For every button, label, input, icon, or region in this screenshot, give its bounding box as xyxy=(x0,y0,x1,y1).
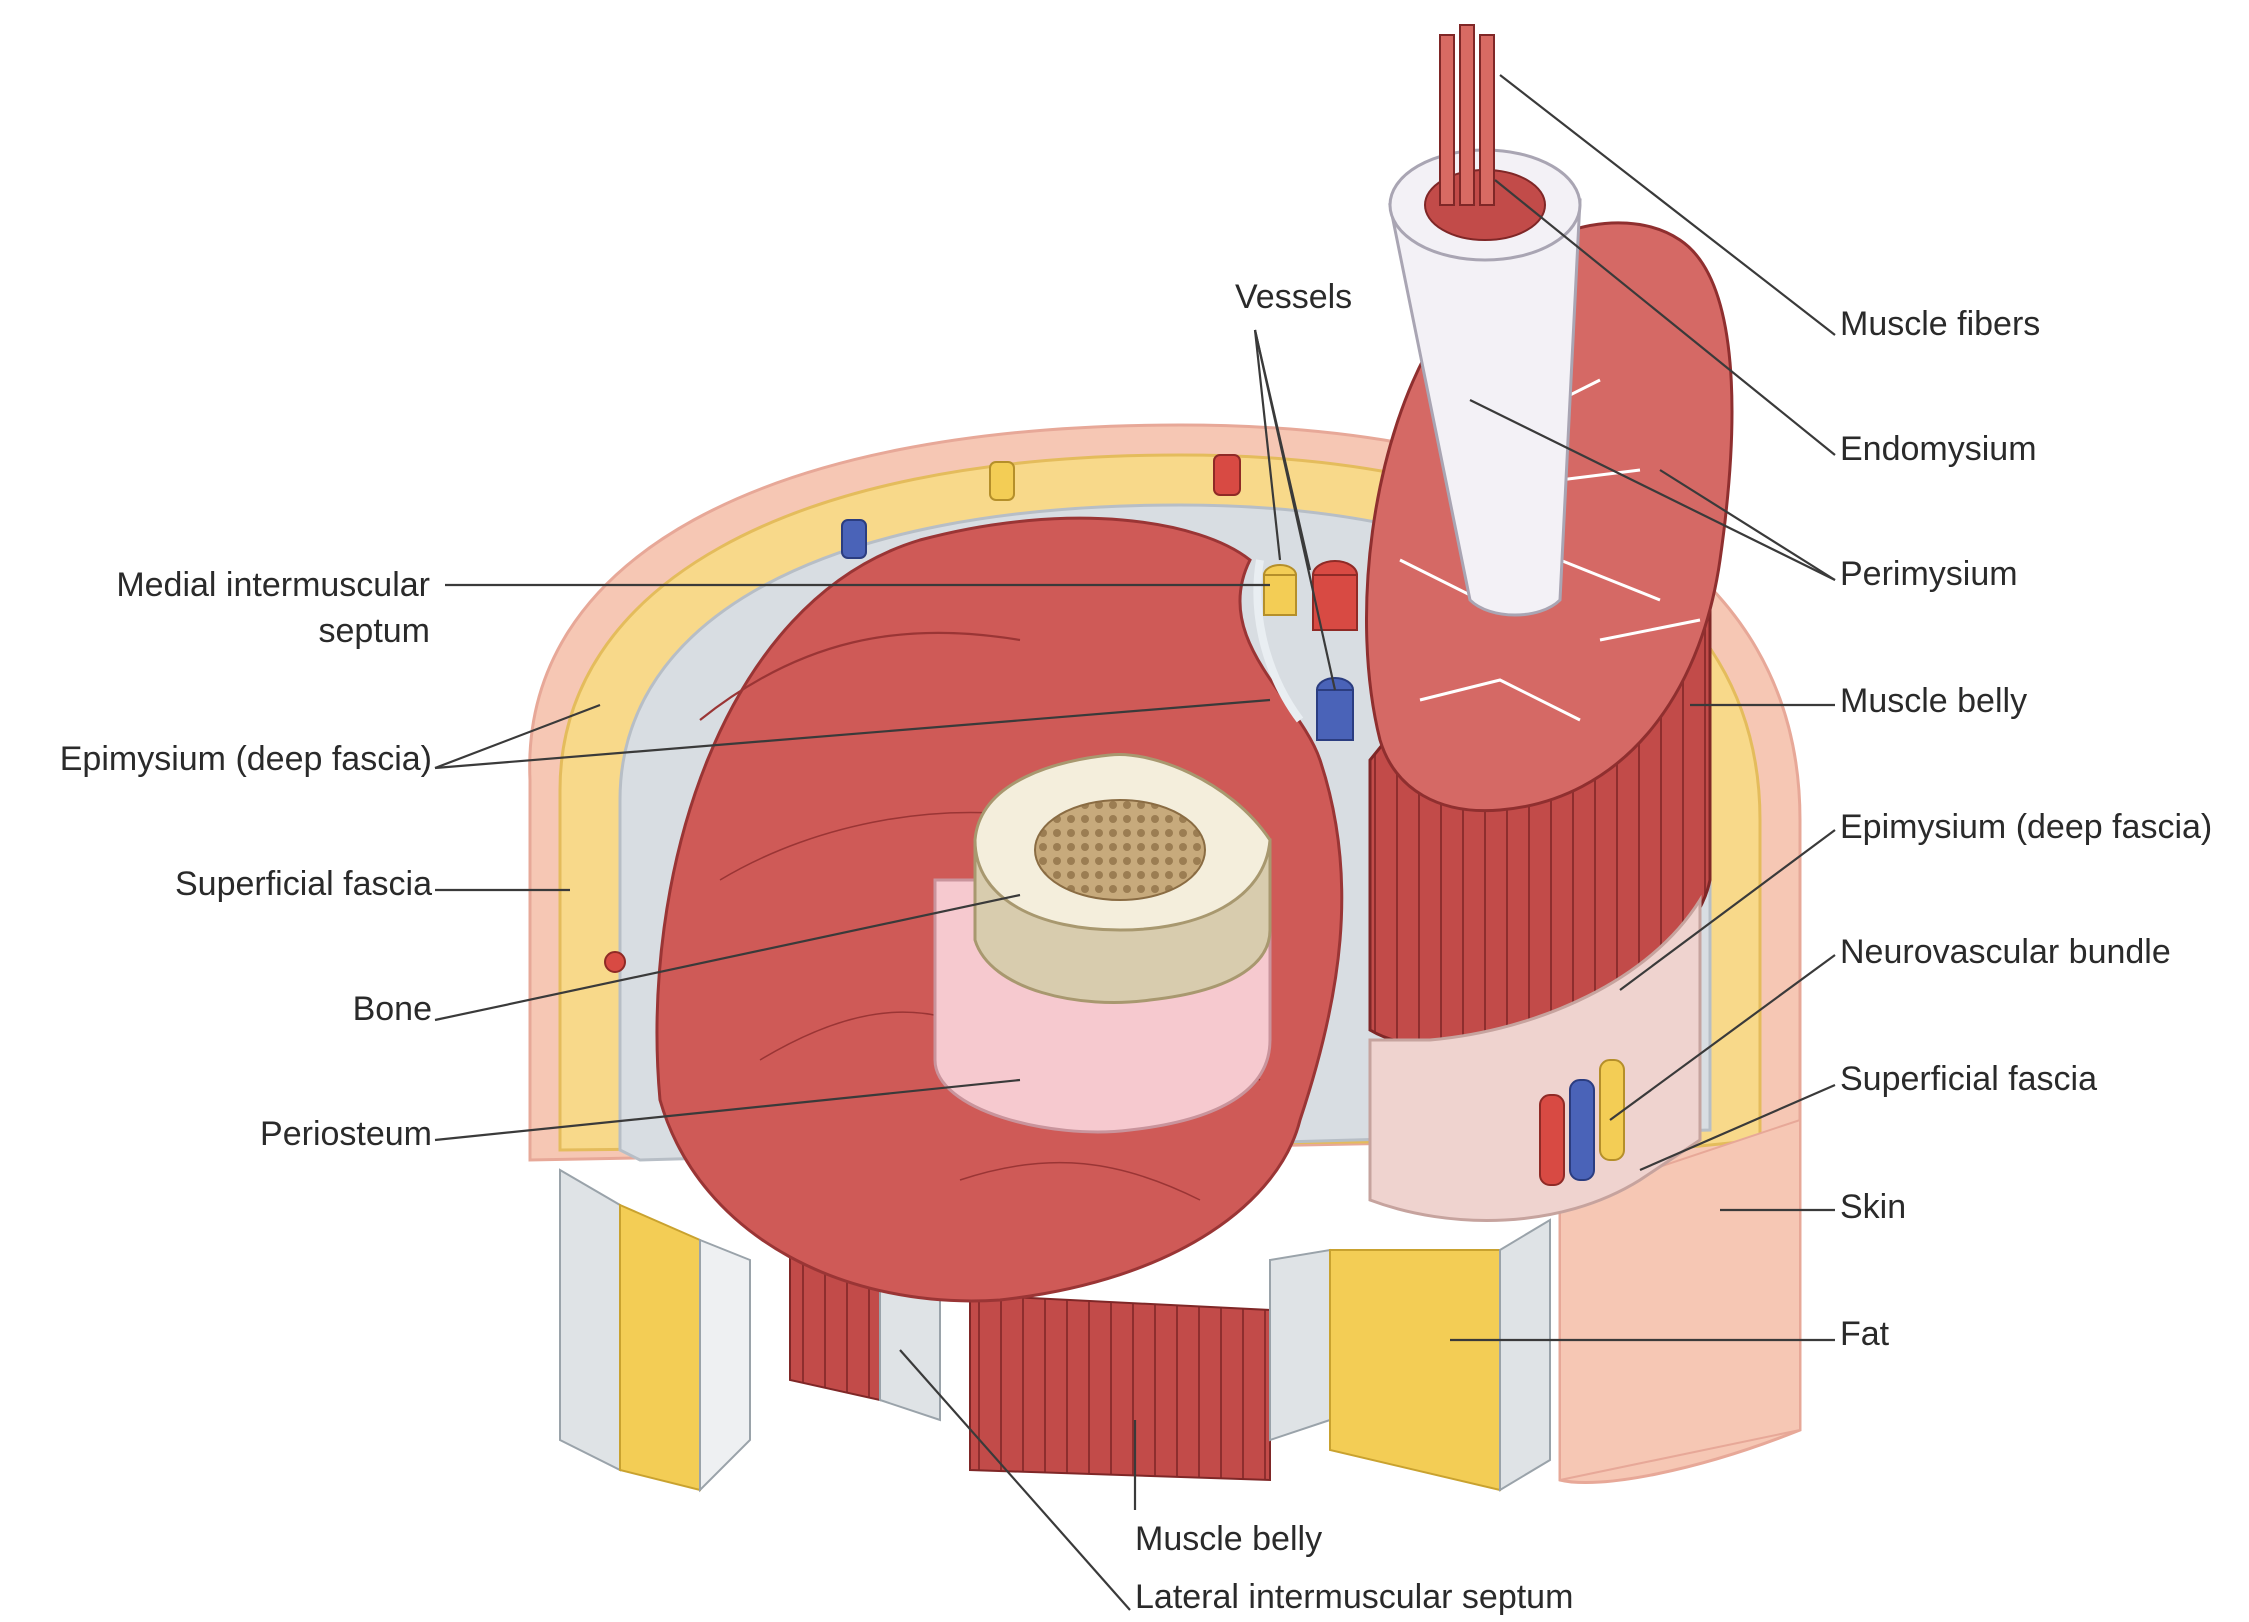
label-lateral-septum: Lateral intermuscular septum xyxy=(1135,1578,1573,1616)
bone xyxy=(935,754,1270,1131)
label-muscle-belly-bottom: Muscle belly xyxy=(1135,1520,1322,1558)
label-fat: Fat xyxy=(1840,1315,1890,1353)
label-endomysium: Endomysium xyxy=(1840,430,2037,468)
label-vessels: Vessels xyxy=(1235,278,1352,316)
label-skin: Skin xyxy=(1840,1188,1906,1226)
muscle-belly-column xyxy=(1367,25,1732,1220)
label-epimysium-right: Epimysium (deep fascia) xyxy=(1840,808,2212,846)
label-periosteum: Periosteum xyxy=(260,1115,432,1153)
label-muscle-belly-right: Muscle belly xyxy=(1840,682,2027,720)
label-epimysium-left: Epimysium (deep fascia) xyxy=(60,740,432,778)
label-bone: Bone xyxy=(353,990,432,1028)
label-perimysium: Perimysium xyxy=(1840,555,2018,593)
label-muscle-fibers: Muscle fibers xyxy=(1840,305,2040,343)
label-medial-septum-line2: septum xyxy=(319,612,431,650)
label-neurovascular-bundle: Neurovascular bundle xyxy=(1840,933,2171,971)
label-medial-septum-line1: Medial intermuscular xyxy=(116,566,430,604)
label-superficial-fascia-right: Superficial fascia xyxy=(1840,1060,2097,1098)
label-superficial-fascia-left: Superficial fascia xyxy=(175,865,432,903)
